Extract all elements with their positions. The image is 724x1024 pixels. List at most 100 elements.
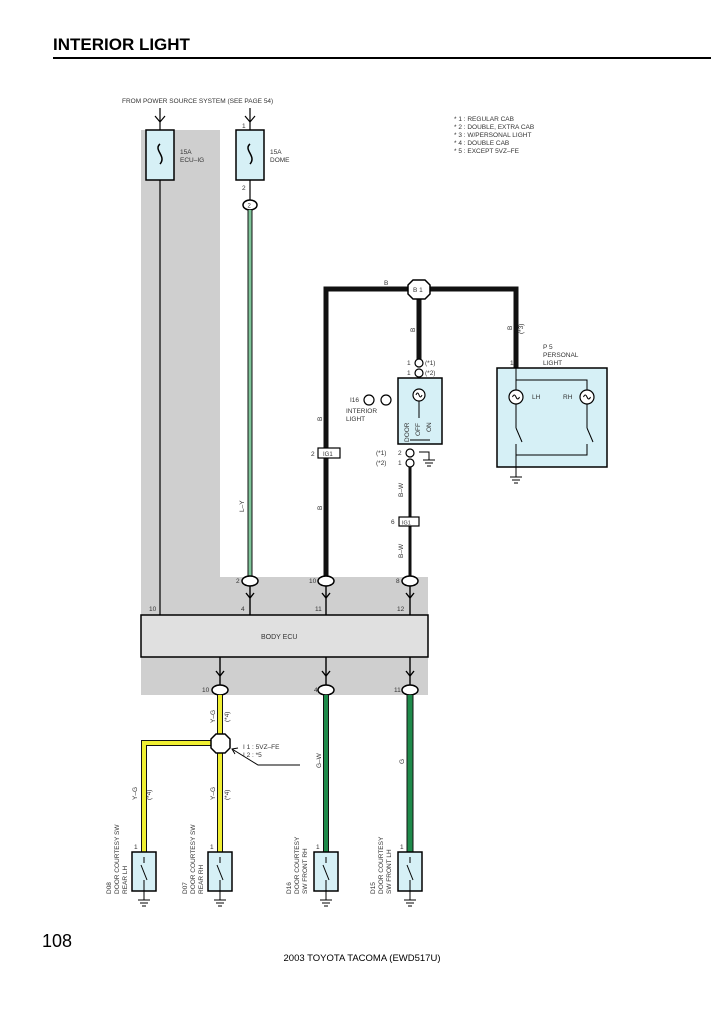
switch-d15-name2: SW FRONT LH	[386, 849, 393, 894]
wire-label-y-g-top: Y–G	[210, 710, 217, 723]
note-4-mid: (*4)	[224, 790, 231, 800]
interior-light-name2: LIGHT	[346, 416, 365, 423]
connector-ig1-pin: 2	[311, 451, 315, 458]
note-line-1: * 1 : REGULAR CAB	[454, 116, 514, 123]
power-source-label: FROM POWER SOURCE SYSTEM (SEE PAGE 54)	[122, 98, 273, 105]
personal-light-rh: RH	[563, 394, 573, 401]
switch-d07-name1: DOOR COURTESY SW	[190, 824, 197, 894]
note-1b-label: (*1)	[376, 450, 386, 457]
connector-dome-2-label: 2	[248, 204, 252, 210]
wire-label-b-w2: B–W	[398, 543, 405, 558]
note-4-top: (*4)	[224, 712, 231, 722]
connector-ig1b	[398, 516, 420, 527]
switch-d08-name1: DOOR COURTESY SW	[114, 824, 121, 894]
junction-b1	[407, 279, 431, 300]
ground-interior-light	[419, 451, 435, 467]
wire-label-g-w: G–W	[316, 752, 323, 768]
fuse-dome	[235, 129, 265, 181]
note-line-3: * 3 : W/PERSONAL LIGHT	[454, 132, 531, 139]
wire-label-b-center: B	[410, 328, 417, 332]
connector-ig1-label: IG1	[323, 452, 333, 458]
fuse2-amp: 15A	[270, 149, 282, 156]
conn-bot-11-pin: 11	[394, 687, 401, 694]
title-rule	[53, 57, 711, 59]
junction-note-1: I 1 : 5VZ–FE	[243, 744, 280, 751]
interior-light-name1: INTERIOR	[346, 408, 377, 415]
wire-label-b-left: B	[317, 417, 324, 421]
personal-light-lh: LH	[532, 394, 541, 401]
ecu-pin-10: 10	[149, 606, 157, 613]
ecu-pin-11: 11	[315, 606, 322, 613]
ecu-top-connectors	[241, 575, 419, 587]
note-line-5: * 5 : EXCEPT 5VZ–FE	[454, 148, 520, 155]
wire-label-l-y: L–Y	[239, 500, 246, 512]
note-1-label: (*1)	[425, 360, 435, 367]
interior-light-door: DOOR	[404, 422, 411, 442]
connector-ig1b-pin: 6	[391, 519, 395, 526]
switch-d16-id: D16	[286, 882, 293, 894]
conn-top-8-pin: 8	[396, 578, 400, 585]
switch-d15-id: D15	[370, 882, 377, 894]
conn-top-2-pin: 2	[236, 578, 240, 585]
interior-light-on: ON	[426, 422, 433, 432]
note-2b-label: (*2)	[376, 460, 386, 467]
wire-label-b-w1: B–W	[398, 482, 405, 497]
wire-label-y-g-mid: Y–G	[210, 787, 217, 800]
ecu-pin-12: 12	[397, 606, 405, 613]
interior-light	[397, 377, 443, 445]
page-title: INTERIOR LIGHT	[53, 35, 190, 54]
switch-d16-name1: DOOR COURTESY	[294, 836, 301, 894]
ground-personal-light	[510, 467, 522, 484]
wire-label-g: G	[399, 759, 406, 764]
switch-d07-name2: REAR RH	[198, 864, 205, 894]
body-ecu	[140, 614, 429, 658]
note-2-label: (*2)	[425, 370, 435, 377]
fuse1-name: ECU–IG	[180, 157, 204, 164]
footer: 2003 TOYOTA TACOMA (EWD517U)	[283, 953, 441, 964]
fuse1-amp: 15A	[180, 149, 192, 156]
pin-2: 2	[398, 450, 402, 457]
wire-label-y-g-left: Y–G	[132, 787, 139, 800]
note-3-label: (*3)	[518, 324, 525, 334]
ecu-input-arrows	[245, 586, 415, 615]
switch-d07-id: D07	[182, 882, 189, 894]
pin-1a: 1	[407, 360, 411, 367]
wire-y-g	[141, 695, 223, 852]
power-arrows	[154, 108, 256, 130]
page-number: 108	[42, 931, 73, 951]
switch-d15	[397, 851, 423, 907]
note-4-left: (*4)	[146, 790, 153, 800]
fuse-ecu-ig	[145, 129, 175, 181]
interior-light-connector-icons	[363, 394, 392, 406]
junction-note-2: I 2 : *5	[243, 752, 262, 759]
switch-d15-pin: 1	[400, 844, 404, 851]
personal-light-name1: PERSONAL	[543, 352, 579, 359]
interior-light-connectors-bottom	[405, 448, 415, 468]
pin-1b: 1	[407, 370, 411, 377]
connector-i16: I16	[350, 397, 359, 404]
switch-d16-name2: SW FRONT RH	[302, 848, 309, 894]
junction-i1-i2	[210, 733, 231, 754]
fuse2-pin-bottom: 2	[242, 185, 246, 192]
note-line-4: * 4 : DOUBLE CAB	[454, 140, 509, 147]
fuse2-pin-top: 1	[242, 123, 246, 130]
switch-d08-name2: REAR LH	[122, 866, 129, 894]
switch-d07	[207, 851, 233, 907]
fuse2-name: DOME	[270, 157, 290, 164]
conn-top-10-pin: 10	[309, 578, 317, 585]
wire-b-heavy	[323, 286, 519, 576]
ecu-bottom-connectors	[211, 684, 419, 696]
conn-bot-4-pin: 4	[314, 687, 318, 694]
note-line-2: * 2 : DOUBLE, EXTRA CAB	[454, 124, 534, 131]
personal-light	[496, 367, 608, 468]
conn-bot-10-pin: 10	[202, 687, 210, 694]
ecu-pin-4: 4	[241, 606, 245, 613]
switch-d07-pin: 1	[210, 844, 214, 851]
wire-label-b-right: B	[507, 326, 514, 330]
switch-d08-pin: 1	[134, 844, 138, 851]
wire-label-b-top: B	[384, 280, 388, 287]
personal-light-pin: 1	[510, 360, 514, 367]
switch-d08-id: D08	[106, 882, 113, 894]
switch-d08	[131, 851, 157, 907]
